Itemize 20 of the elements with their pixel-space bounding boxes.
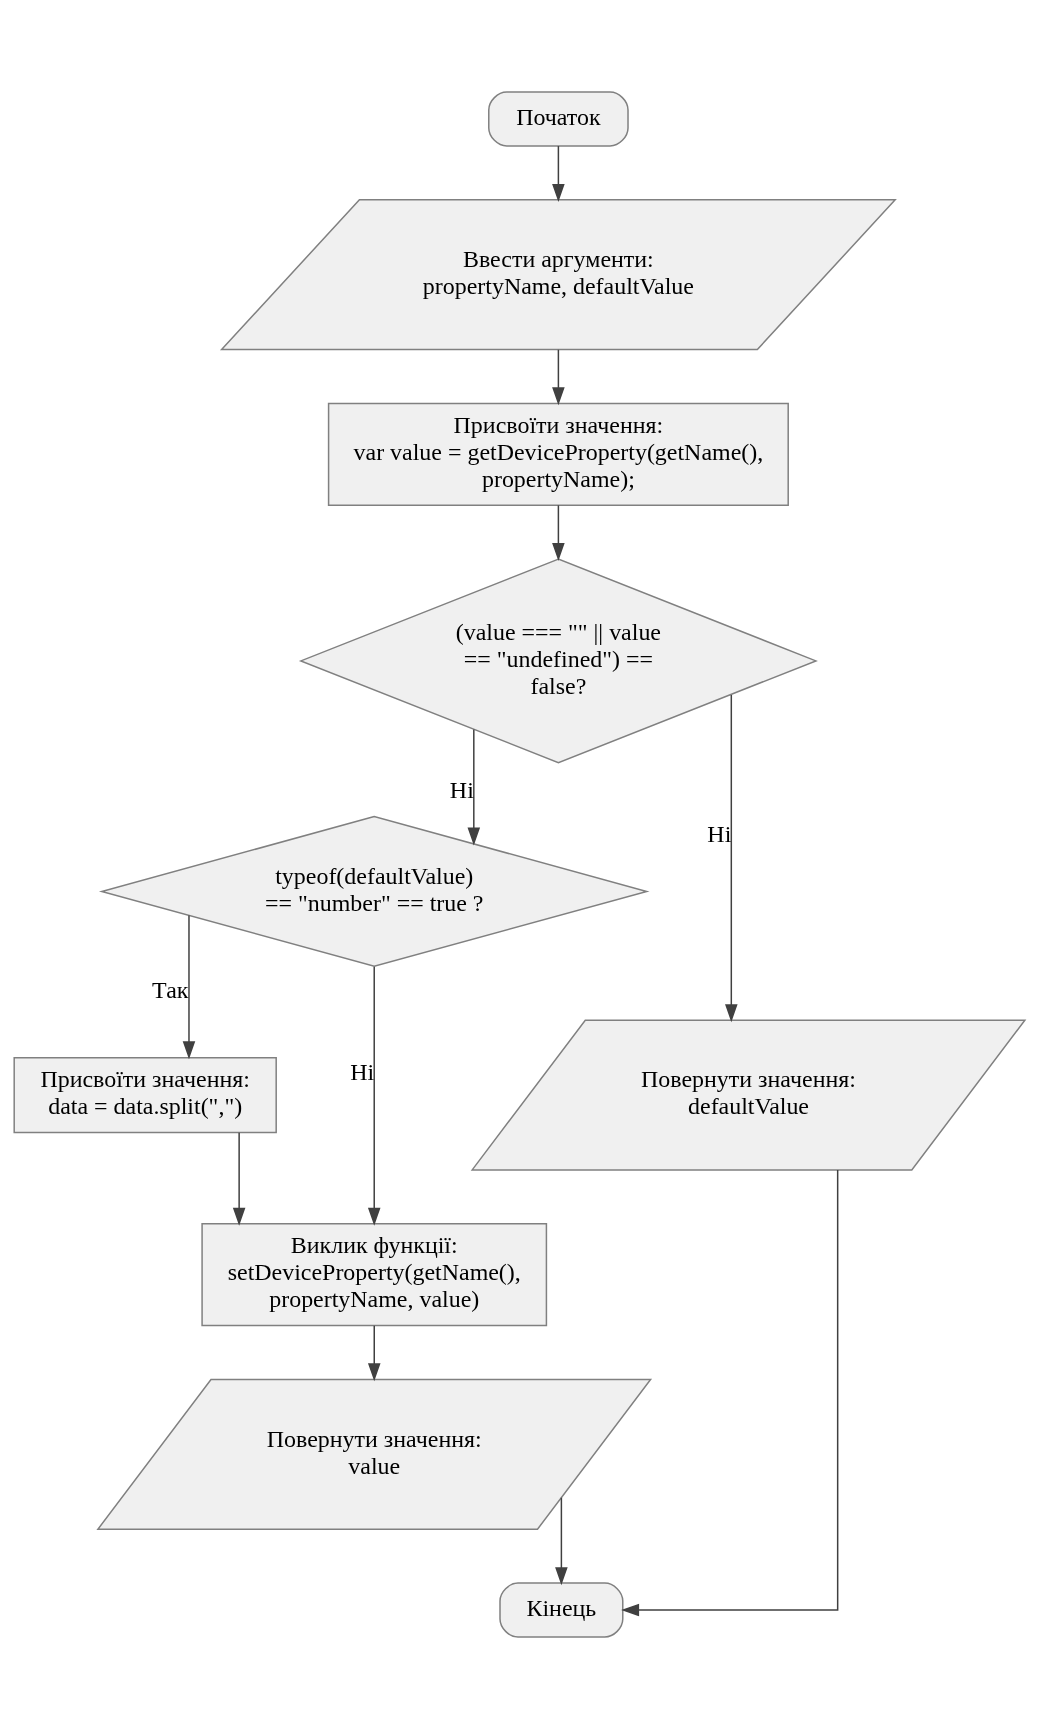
- arrow: [552, 504, 565, 561]
- node-diamond: typeof(defaultValue) == "number" == true ?: [98, 815, 650, 968]
- node-diamond: (value === "" || value == "undefined") == false?: [298, 558, 818, 764]
- arrow: [621, 1169, 839, 1617]
- edge-label: Ні: [350, 1058, 375, 1085]
- arrow: [552, 349, 565, 406]
- node-box: Виклик функції: setDeviceProperty(getName(), propertyName, value): [201, 1223, 548, 1327]
- arrow: [182, 914, 196, 1060]
- arrow: [232, 1131, 246, 1226]
- arrow: [467, 728, 481, 846]
- edge-label: Ні: [707, 821, 732, 848]
- arrow: [367, 965, 381, 1226]
- arrow: [555, 1497, 568, 1586]
- node-box: Початок: [488, 91, 629, 147]
- node-box: Кінець: [499, 1582, 624, 1638]
- node-box: Присвоїти значення: var value = getDeviceProperty(getName(), propertyName);: [327, 402, 789, 506]
- arrow: [367, 1324, 381, 1382]
- node-box: Присвоїти значення: data = data.split(","): [13, 1056, 277, 1134]
- arrow: [552, 145, 565, 202]
- arrow: [725, 694, 738, 1023]
